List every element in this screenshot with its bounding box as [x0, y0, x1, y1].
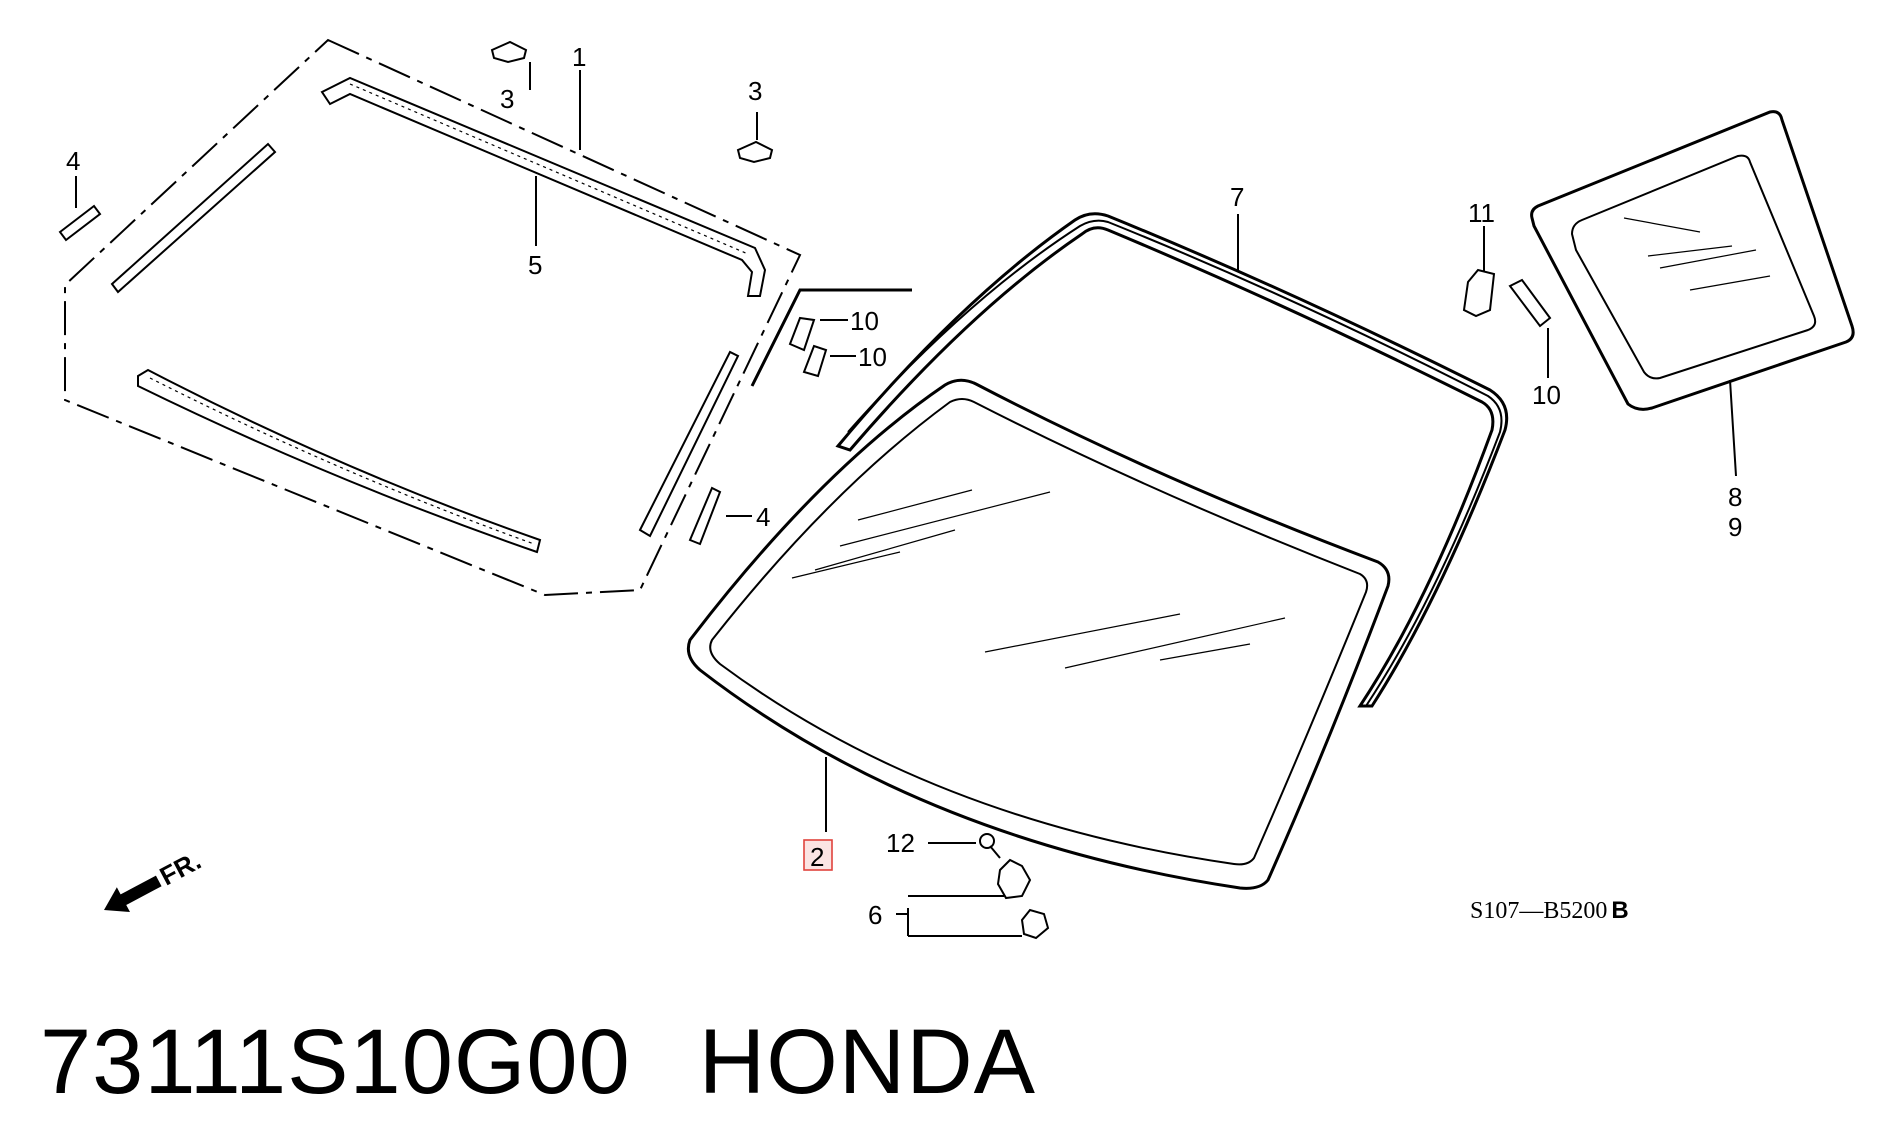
lower-moulding [137, 368, 542, 554]
clip-11 [1462, 268, 1496, 318]
clip-3b [736, 140, 774, 164]
group-outline [64, 38, 802, 597]
callout-9: 9 [1728, 512, 1742, 542]
callout-6: 6 [868, 900, 882, 930]
left-side-moulding [110, 142, 277, 294]
callout-2: 2 [810, 842, 824, 872]
callout-8: 8 [1728, 482, 1742, 512]
fastener-6a [996, 858, 1032, 900]
windshield-seal [835, 212, 1509, 708]
callout-3a: 3 [500, 84, 514, 114]
front-arrow-label: FR. [155, 845, 206, 891]
callout-2-highlight [803, 839, 833, 871]
spacer-right [688, 486, 722, 546]
brand-name: HONDA [698, 1011, 1037, 1113]
callout-3b: 3 [748, 76, 762, 106]
callout-4a: 4 [66, 146, 80, 176]
callout-11: 11 [1468, 198, 1495, 228]
callout-7: 7 [1230, 182, 1244, 212]
windshield-glass [686, 378, 1391, 890]
parts-diagram: 1 3 3 4 5 4 7 10 10 11 10 8 9 12 6 2 S10… [58, 38, 1855, 940]
front-arrow: FR. [104, 845, 206, 913]
callout-5: 5 [528, 250, 542, 280]
spacer-left [58, 204, 102, 242]
clip-10a [788, 316, 816, 352]
windshield-glass-inner [709, 398, 1369, 866]
sub-outline [750, 288, 912, 387]
bolt-12 [979, 833, 995, 849]
part-number: 73111S10G00 [40, 1011, 631, 1113]
clip-10c [1508, 278, 1552, 328]
callout-10b: 10 [858, 342, 887, 372]
fastener-6b [1020, 908, 1050, 940]
part-caption: 73111S10G00 HONDA [40, 1010, 1036, 1115]
clip-3a [490, 40, 528, 64]
right-side-moulding [638, 350, 740, 538]
quarter-glass-inner [1570, 154, 1817, 380]
upper-moulding [320, 76, 767, 297]
callout-4b: 4 [756, 502, 770, 532]
front-arrow-icon [104, 875, 162, 913]
quarter-glass [1530, 110, 1855, 411]
clip-10b [802, 344, 828, 378]
callout-10c: 10 [1532, 380, 1561, 410]
callout-1: 1 [572, 42, 586, 72]
callout-10a: 10 [850, 306, 879, 336]
callout-12: 12 [886, 828, 915, 858]
